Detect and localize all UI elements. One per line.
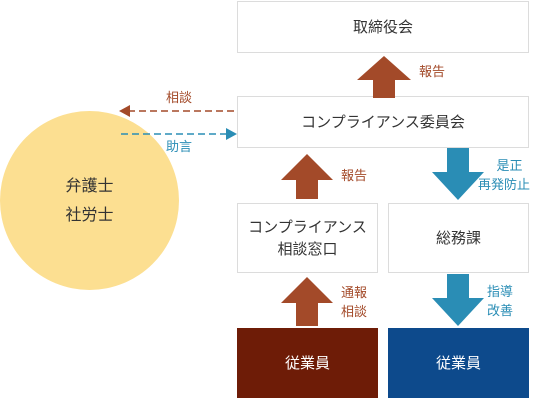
board-label: 取締役会 (352, 17, 413, 36)
employee-right-label: 従業員 (435, 353, 481, 372)
general-affairs-box: 総務課 (388, 203, 529, 273)
arrow-down-committee-to-general (432, 148, 484, 200)
advisor-label-line1: 弁護士 (65, 175, 114, 195)
edge-label-correction: 是正 再発防止 (478, 159, 531, 193)
general-affairs-label: 総務課 (435, 228, 481, 247)
edge-label-consult-advisor: 相談 (166, 91, 193, 106)
committee-label: コンプライアンス委員会 (301, 112, 465, 131)
employee-right-box: 従業員 (388, 328, 529, 398)
consultation-desk-label-line1: コンプライアンス (248, 217, 367, 236)
arrow-up-committee-to-board (357, 56, 411, 98)
advisor-label-line2: 社労士 (65, 204, 114, 224)
edge-label-report-consult: 通報 相談 (341, 286, 368, 320)
arrow-down-general-to-employee (432, 274, 484, 326)
edge-label-report-committee: 報告 (341, 169, 368, 184)
consultation-desk-box: コンプライアンス 相談窓口 (237, 203, 378, 273)
edge-label-report-board: 報告 (419, 65, 446, 80)
consultation-desk-label-line2: 相談窓口 (277, 240, 338, 258)
employee-left-label: 従業員 (284, 353, 330, 372)
committee-box: コンプライアンス委員会 (237, 96, 529, 148)
arrowhead-right-blue (226, 128, 237, 140)
edge-label-guidance: 指導 改善 (487, 285, 514, 319)
arrow-up-consult-to-committee (281, 154, 333, 199)
board-box: 取締役会 (237, 1, 529, 53)
employee-left-box: 従業員 (237, 328, 378, 398)
arrow-up-employee-to-consult (281, 277, 333, 326)
arrowhead-left-red (119, 105, 130, 117)
edge-label-advice: 助言 (166, 140, 193, 155)
advisor-circle: 弁護士 社労士 (0, 111, 179, 290)
